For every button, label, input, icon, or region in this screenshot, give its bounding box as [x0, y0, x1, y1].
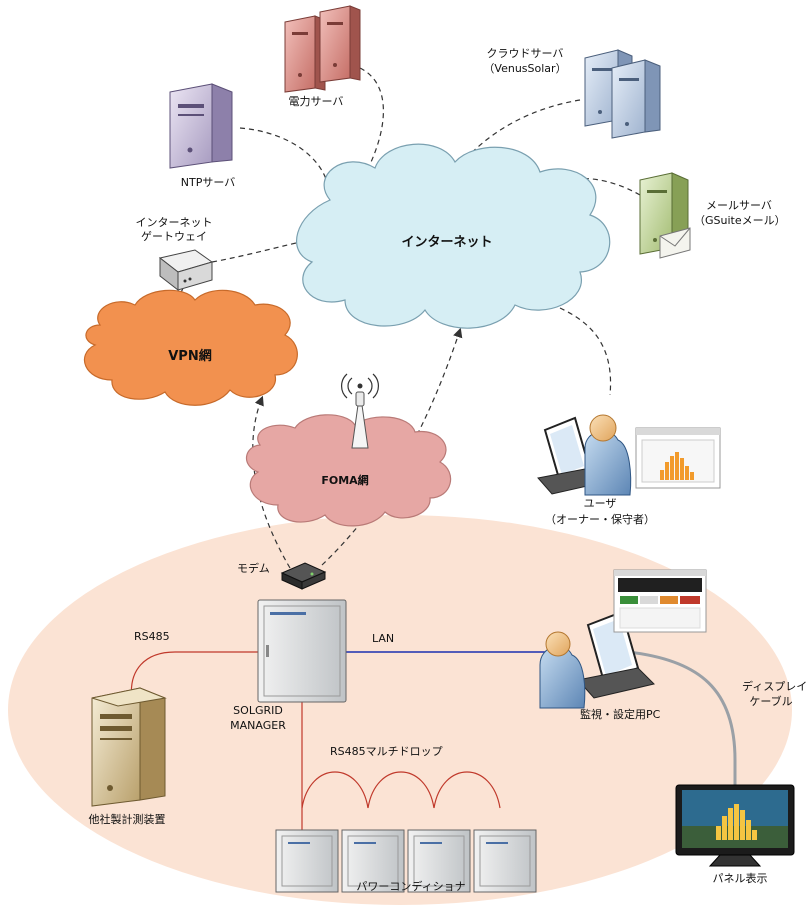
user-laptop-icon [537, 414, 632, 496]
ntp-server-label: NTPサーバ [180, 176, 236, 189]
display-cable-label-line2: ケーブル [749, 695, 793, 708]
solgrid-manager-icon [257, 599, 347, 703]
internet-cloud [296, 143, 611, 329]
solgrid-manager-label-line2: MANAGER [230, 719, 286, 732]
vpn-label: VPN網 [168, 349, 212, 364]
site-area [8, 515, 792, 905]
power-server-label: 電力サーバ [288, 95, 344, 108]
cloud-server-icon [584, 49, 661, 139]
foma-label: FOMA網 [321, 474, 369, 487]
monitor-pc-label: 監視・設定用PC [580, 708, 661, 721]
panel-display-label: パネル表示 [712, 872, 768, 885]
power-conditioner-label: パワーコンディショナ [356, 880, 466, 893]
multidrop-arcs [301, 771, 501, 809]
multidrop-label: RS485マルチドロップ [330, 745, 443, 758]
gateway-label-line2: ゲートウェイ [141, 230, 207, 243]
vpn-cloud [83, 289, 298, 406]
power-conditioner-icons [275, 829, 537, 893]
solgrid-manager-label-line1: SOLGRID [233, 704, 283, 717]
user-sublabel: （オーナー・保守者） [545, 513, 655, 526]
mail-server-label: メールサーバ [706, 199, 772, 212]
gateway-label-line1: インターネット [135, 216, 213, 229]
panel-display-icon [675, 784, 795, 867]
monitor-software-screenshot [613, 569, 707, 633]
mail-server-sublabel: （GSuiteメール） [694, 214, 786, 227]
user-dashboard-screenshot [635, 427, 721, 489]
lan-label: LAN [372, 632, 395, 645]
gateway-icon [158, 249, 214, 292]
user-label: ユーザ [583, 497, 617, 510]
other-meter-label: 他社製計測装置 [88, 813, 166, 826]
ntp-server-icon [169, 83, 233, 169]
rs485-label: RS485 [134, 630, 170, 643]
display-cable [627, 650, 737, 790]
foma-cloud [246, 414, 452, 527]
cloud-server-sublabel: （VenusSolar） [483, 62, 567, 75]
internet-label: インターネット [401, 235, 493, 250]
antenna-icon [341, 373, 379, 449]
display-cable-label-line1: ディスプレイ [742, 680, 807, 693]
modem-icon [280, 562, 327, 590]
mail-server-icon [639, 172, 691, 259]
power-server-icon [284, 5, 361, 93]
other-meter-icon [91, 687, 167, 807]
cloud-server-label: クラウドサーバ [486, 47, 564, 60]
modem-label: モデム [237, 562, 270, 575]
